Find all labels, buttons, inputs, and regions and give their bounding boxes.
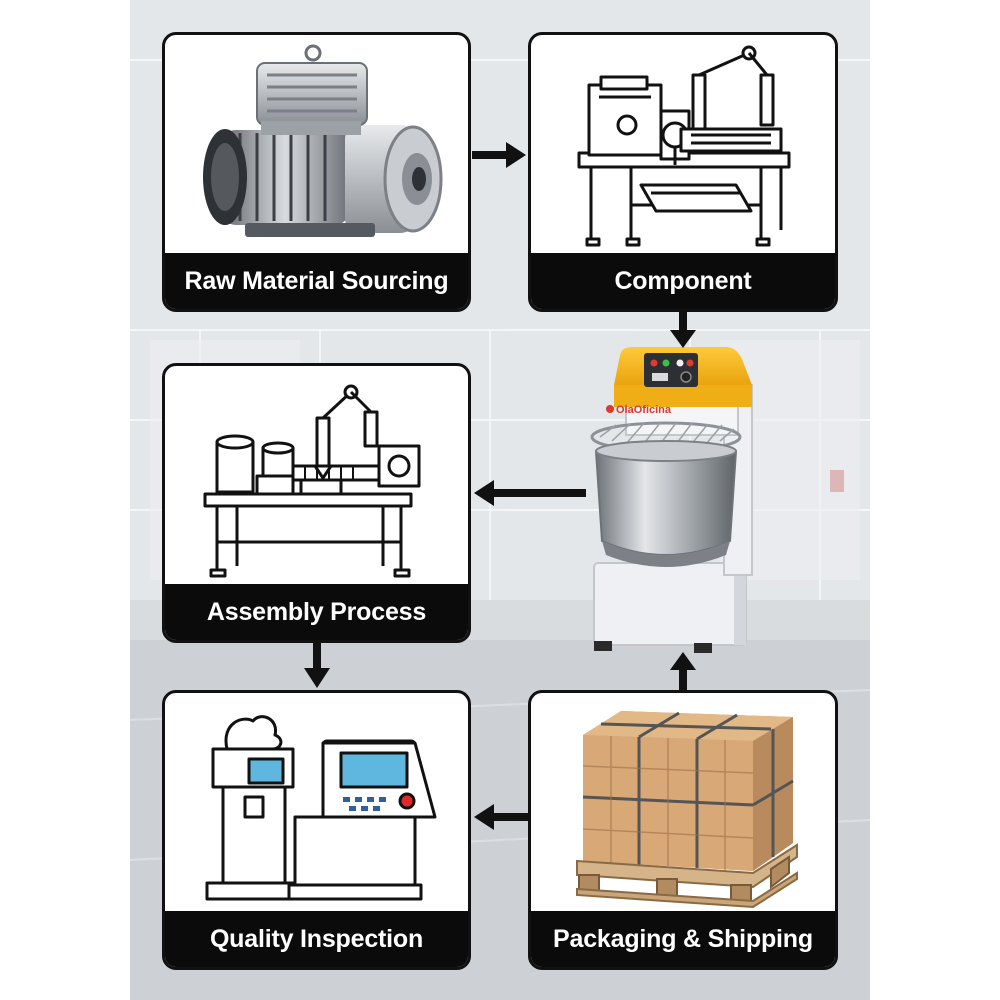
arrow-up-icon [670,652,696,692]
step-label: Raw Material Sourcing [165,253,468,309]
assembly-bench-icon [203,384,421,578]
arrow-down-icon [670,310,696,348]
step-label: Assembly Process [165,584,468,640]
step-card-packaging-shipping: Packaging & Shipping [528,690,838,970]
cnc-machine-icon [577,45,791,247]
step-label: Quality Inspection [165,911,468,967]
spiral-dough-mixer-icon: OlaOficina [590,347,753,653]
step-card-raw-material: Raw Material Sourcing [162,32,471,312]
step-label: Packaging & Shipping [531,911,835,967]
arrow-down-icon [304,642,330,688]
step-card-quality-inspection: Quality Inspection [162,690,471,970]
arrow-left-icon [474,804,528,830]
brand-logo-text: OlaOficina [616,404,672,416]
step-card-component-manufacturing: Component Manufacturing [528,32,838,312]
arrow-right-icon [472,142,526,168]
pallet-boxes-icon [576,711,798,909]
inspection-station-icon [205,715,437,901]
electric-motor-icon [203,44,443,237]
arrow-left-icon [474,480,586,506]
step-label: Component Manufacturing [531,253,835,309]
step-card-assembly-process: Assembly Process [162,363,471,643]
